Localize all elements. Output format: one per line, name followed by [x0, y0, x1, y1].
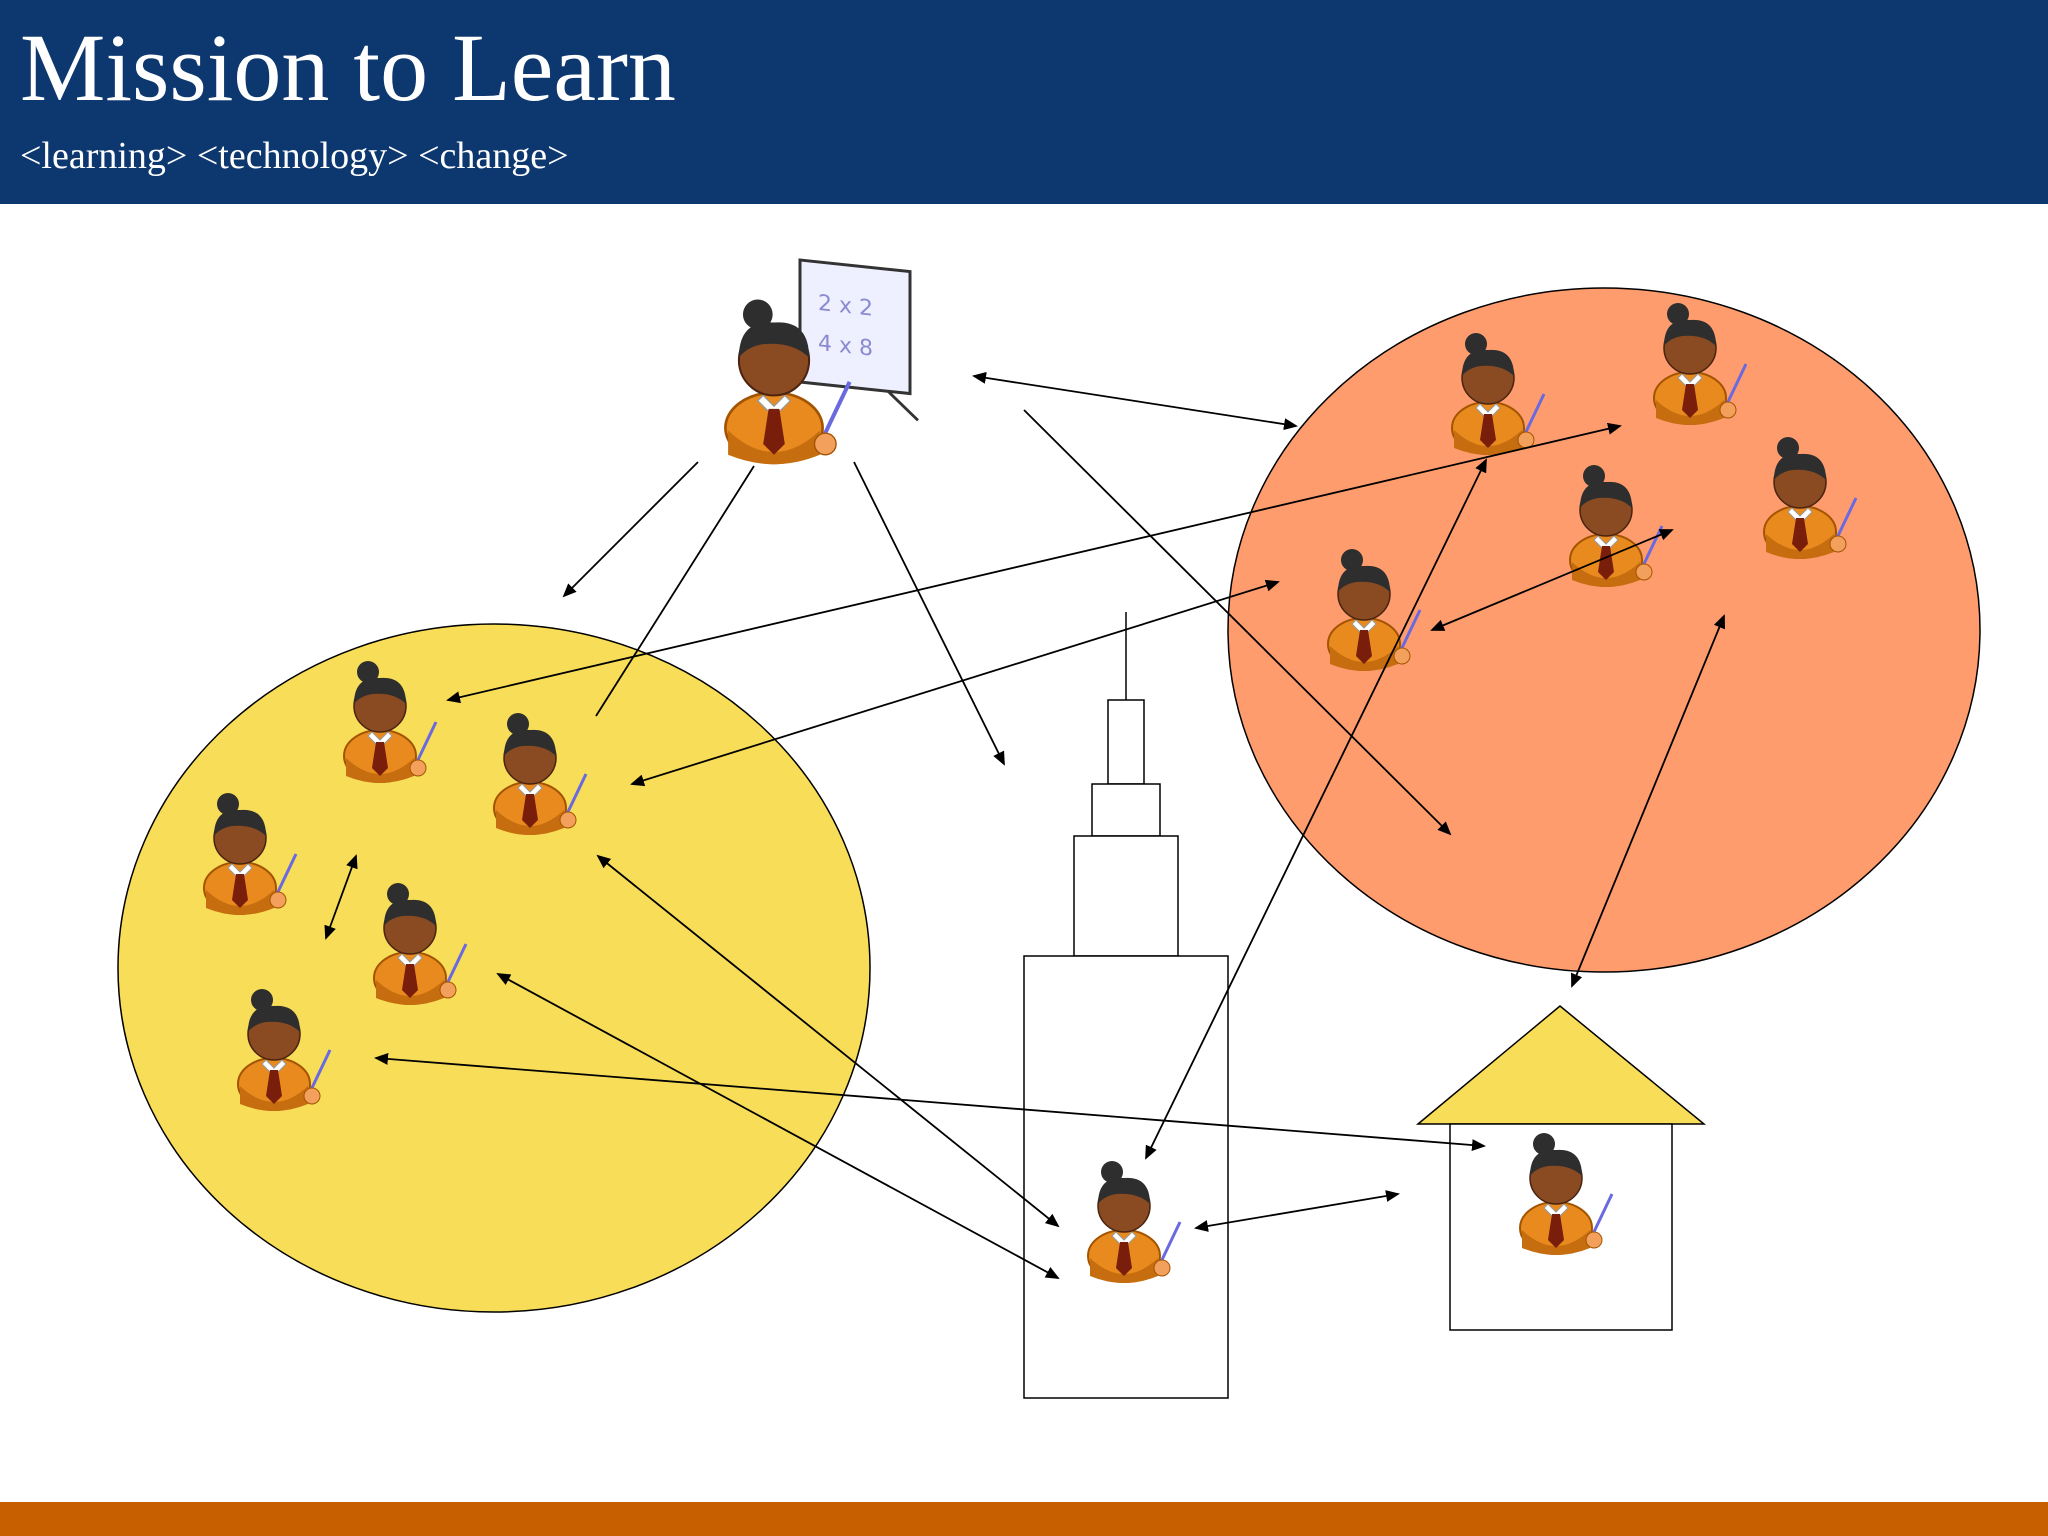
footer-bar — [0, 1502, 2048, 1536]
yellow-group-circle — [117, 623, 871, 1313]
connection-arrows — [324, 371, 1725, 1279]
teacher-with-chalkboard-icon: 2 x 2 4 x 8 — [725, 258, 919, 464]
slide-subtitle: <learning> <technology> <change> — [20, 135, 569, 177]
svg-text:4 x 8: 4 x 8 — [818, 331, 873, 362]
header-bar: Mission to Learn <learning> <technology>… — [0, 0, 2048, 204]
slide-title: Mission to Learn — [20, 14, 676, 121]
svg-text:2 x 2: 2 x 2 — [818, 291, 873, 322]
